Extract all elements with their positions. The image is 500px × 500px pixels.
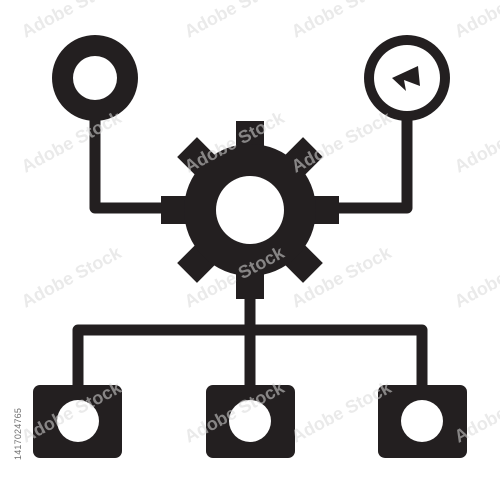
gear-icon xyxy=(161,121,339,299)
arrow-icon xyxy=(392,66,420,91)
connector-lines xyxy=(72,109,428,401)
top-right-node xyxy=(364,35,450,121)
bottom-right-node xyxy=(378,385,467,458)
bottom-left-node xyxy=(33,385,122,458)
gear-hole xyxy=(216,176,284,244)
connector-top-right xyxy=(329,109,413,214)
bottom-center-node xyxy=(206,385,295,458)
connector-top-left xyxy=(89,109,171,214)
connector-bus xyxy=(72,324,428,401)
stock-id-label: 1417024765 xyxy=(13,407,23,460)
top-left-node xyxy=(52,35,138,121)
